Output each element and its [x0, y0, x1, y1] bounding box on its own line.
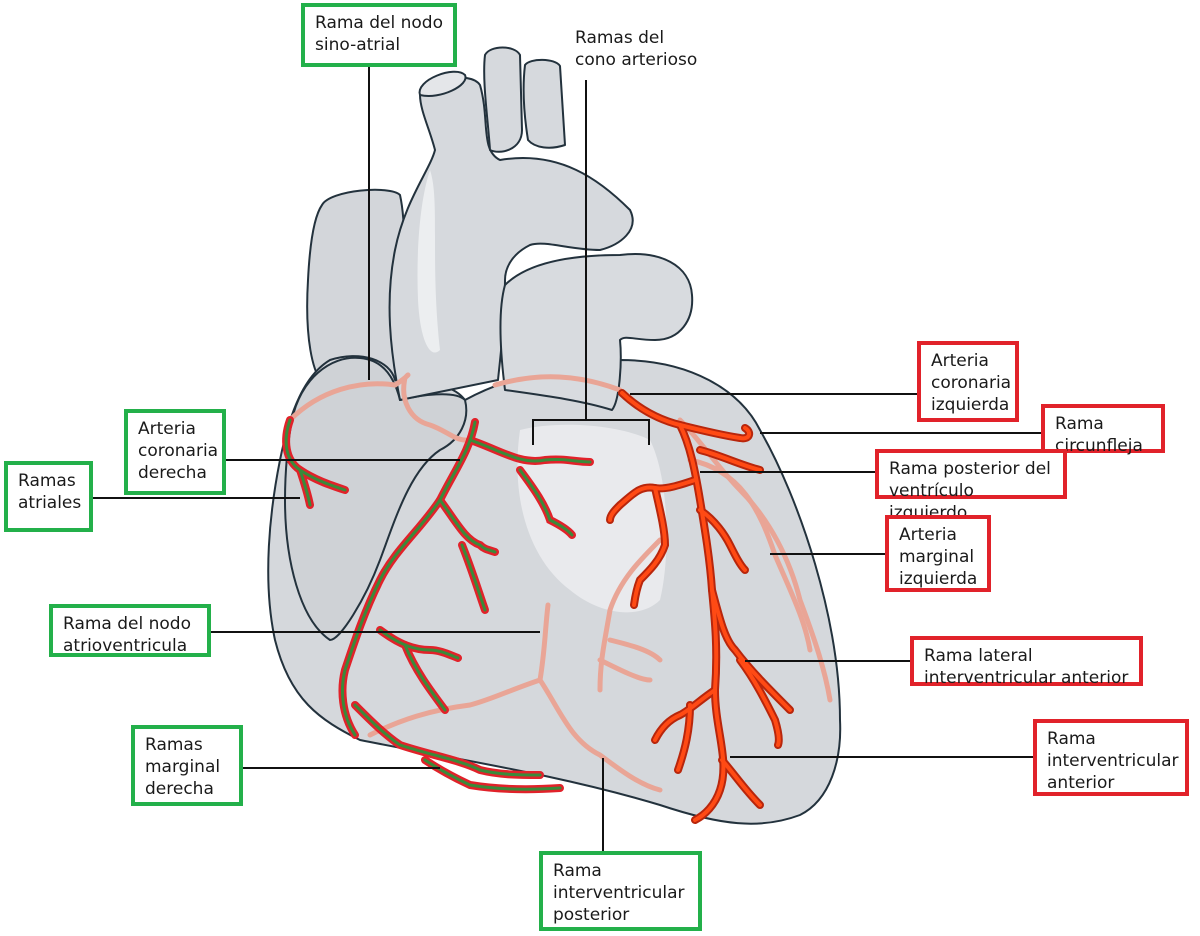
label-anterior-interventricular-branch: Rama interventricular anterior	[1033, 719, 1189, 796]
label-left-coronary-artery: Arteria coronaria izquierda	[917, 341, 1019, 422]
left-subclavian-artery	[522, 58, 566, 149]
label-left-ventricle-posterior-branch: Rama posterior del ventrículo izquierdo	[875, 449, 1067, 523]
right-auricle	[284, 356, 468, 641]
leader-lines	[92, 66, 1042, 852]
label-posterior-interventricular-branch: Rama interventricular posterior	[539, 851, 702, 931]
aorta-highlight	[417, 170, 440, 353]
label-sinoatrial-node-branch: Rama del nodo sino-atrial	[301, 3, 457, 67]
right-coronary-artery	[282, 416, 594, 794]
label-conus-arteriosus-branches: Ramas del cono arterioso	[575, 28, 698, 70]
pulmonary-trunk	[499, 253, 694, 411]
label-lateral-anterior-interventricular-branch: Rama lateral interventricular anterior	[910, 636, 1143, 688]
heart-highlight	[517, 424, 667, 613]
brachiocephalic-artery	[483, 46, 523, 153]
leader-conus	[532, 80, 650, 445]
label-right-marginal-branches: Ramas marginal derecha	[131, 725, 243, 806]
label-left-marginal-artery: Arteria marginal izquierda	[885, 515, 991, 592]
left-coronary-artery	[606, 389, 794, 824]
aorta	[388, 76, 634, 401]
posterior-arteries	[287, 372, 833, 793]
label-right-coronary-artery: Arteria coronaria derecha	[124, 409, 226, 495]
aorta-opening	[418, 70, 467, 97]
label-av-node-branch: Rama del nodo atrioventricula	[49, 604, 211, 657]
label-circumflex-branch: Rama circunfleja	[1041, 404, 1165, 456]
label-atrial-branches: Ramas atriales	[4, 461, 93, 532]
